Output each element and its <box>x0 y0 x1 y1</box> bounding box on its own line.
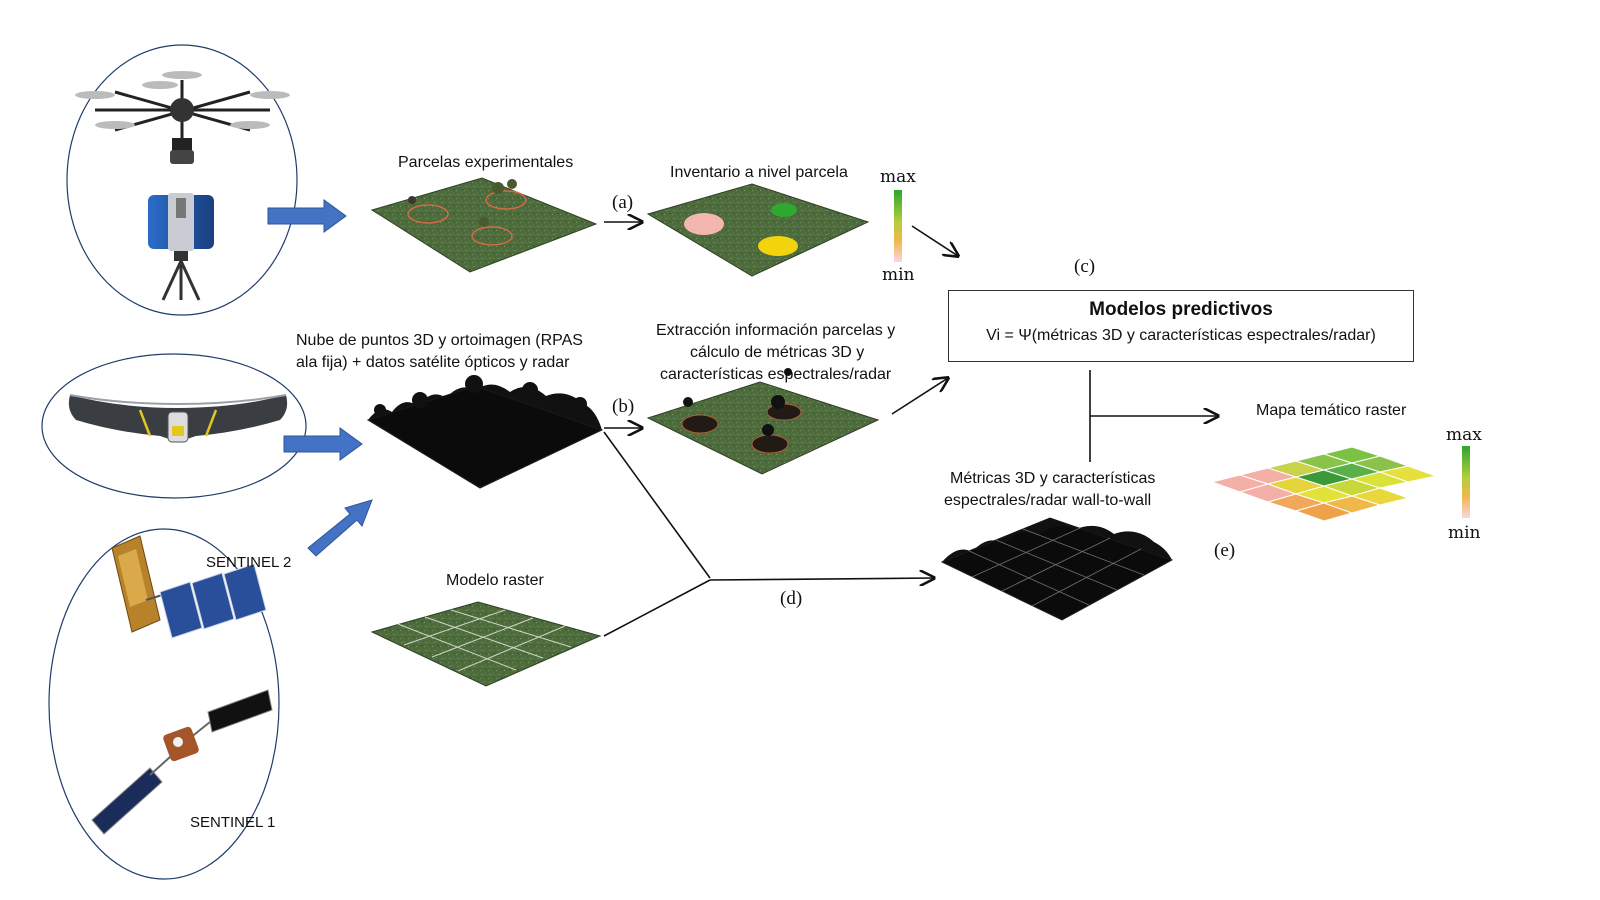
sentinel-2-satellite-icon <box>111 535 267 639</box>
label-extraccion-line2: cálculo de métricas 3D y <box>690 344 865 361</box>
line-raster-to-merge <box>603 579 711 637</box>
multirotor-drone-icon <box>75 71 290 164</box>
connector-arrows <box>603 222 1218 637</box>
source-ellipse-top <box>66 44 298 316</box>
plot-yellow <box>758 236 798 256</box>
label-parcelas: Parcelas experimentales <box>398 154 574 171</box>
modelos-predictivos-box: Modelos predictivos Vi = Ψ(métricas 3D y… <box>948 290 1414 362</box>
blue-arrows <box>267 199 373 557</box>
sentinel-1-satellite-icon <box>91 689 273 835</box>
blue-arrow-sat-to-cloud <box>307 499 373 557</box>
modelo-raster-panel <box>370 601 602 687</box>
uav-tls-source <box>66 44 298 316</box>
label-sentinel-2: SENTINEL 2 <box>206 554 292 571</box>
label-metricas-line2: espectrales/radar wall-to-wall <box>944 492 1152 509</box>
extraccion-panel <box>646 368 880 475</box>
mapa-legend-max: max <box>1446 425 1482 445</box>
label-inventario: Inventario a nivel parcela <box>670 164 848 181</box>
step-c: (c) <box>1074 256 1096 277</box>
fixed-wing-source <box>41 353 307 499</box>
label-mapa-tematico: Mapa temático raster <box>1256 402 1407 419</box>
label-metricas-line1: Métricas 3D y características <box>950 470 1156 487</box>
step-e: (e) <box>1214 540 1236 561</box>
line-cloud-to-merge <box>603 431 711 579</box>
blue-arrow-uav-to-plots <box>267 199 347 233</box>
modelos-predictivos-title: Modelos predictivos <box>1089 299 1273 320</box>
label-extraccion-line1: Extracción información parcelas y <box>656 322 896 339</box>
label-sentinel-1: SENTINEL 1 <box>190 814 276 831</box>
label-modelo-raster: Modelo raster <box>446 572 544 589</box>
source-ellipse-middle <box>41 353 307 499</box>
plot-pink <box>684 213 724 235</box>
arrow-d <box>709 578 934 580</box>
blue-arrow-wing-to-cloud <box>283 427 363 461</box>
arrow-inventario-to-model <box>911 225 958 256</box>
fixed-wing-drone-icon <box>68 394 288 443</box>
parcelas-panel <box>370 177 598 273</box>
arrow-extraccion-to-model <box>891 378 948 415</box>
step-d: (d) <box>780 588 803 609</box>
label-nube-line2: ala fija) + datos satélite ópticos y rad… <box>296 354 570 371</box>
plot-green <box>771 203 797 217</box>
label-extraccion-line3: características espectrales/radar <box>660 366 892 383</box>
inventario-legend-bar <box>894 190 902 262</box>
mapa-legend-min: min <box>1448 523 1481 543</box>
step-a: (a) <box>612 192 634 213</box>
inventario-legend-max: max <box>880 167 916 187</box>
step-b: (b) <box>612 396 635 417</box>
wall-to-wall-panel <box>940 517 1174 621</box>
inventario-legend-min: min <box>882 265 915 285</box>
source-ellipse-bottom <box>48 528 280 880</box>
laser-scanner-icon <box>148 193 214 301</box>
mapa-legend-bar <box>1462 446 1470 518</box>
satellite-source <box>48 528 280 880</box>
label-nube-line1: Nube de puntos 3D y ortoimagen (RPAS <box>296 332 583 349</box>
modelos-predictivos-formula: Vi = Ψ(métricas 3D y características esp… <box>986 327 1376 344</box>
nube-puntos-panel <box>366 375 604 489</box>
inventario-panel <box>646 183 870 277</box>
mapa-tematico-panel <box>1210 446 1438 522</box>
